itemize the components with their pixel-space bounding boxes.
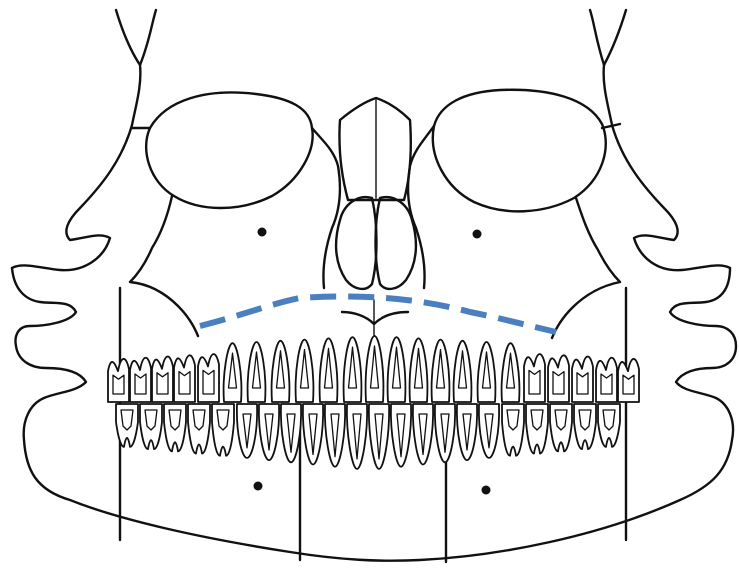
lower-tooth-crown [435,404,455,462]
upper-tooth [248,342,266,402]
right-mental-foramen [482,486,491,495]
lower-tooth-crown [164,404,186,451]
upper-tooth-crown [174,355,195,402]
upper-tooth [548,355,569,402]
lower-tooth [550,404,572,451]
upper-tooth [198,354,219,402]
upper-tooth [388,337,406,402]
right-maxilla-outline [552,198,620,338]
lower-tooth-crown [413,404,433,465]
left-temporal-outline [12,65,140,270]
upper-tooth-crown [224,343,242,402]
upper-tooth-crown [502,343,520,402]
upper-tooth-crown [478,342,496,402]
upper-tooth [366,336,384,402]
right-infraorbital-foramen [473,230,482,239]
lower-tooth [479,404,499,458]
upper-tooth-crown [618,359,639,402]
upper-tooth [572,357,593,402]
lower-tooth [303,404,323,465]
upper-tooth [296,340,314,402]
left-nasal-cavity [336,197,376,289]
left-nasal-wall [312,128,340,288]
upper-tooth-crown [572,357,593,402]
upper-tooth [272,341,290,402]
upper-tooth-crown [198,354,219,402]
upper-tooth [454,341,472,402]
dashed-reference-line [200,297,556,333]
lower-tooth [457,404,477,460]
lower-tooth [413,404,433,465]
upper-tooth-crown [454,341,472,402]
right-nasal-wall [408,126,434,288]
lower-tooth-crown [140,404,162,449]
lower-tooth [574,404,596,449]
left-maxilla-outline [130,196,198,336]
upper-tooth [224,343,242,402]
upper-tooth [174,355,195,402]
lower-tooth [212,404,234,456]
left-infraorbital-foramen [258,228,267,237]
lower-tooth-crown [550,404,572,451]
lower-tooth [598,404,620,447]
lower-tooth [259,404,279,460]
lower-tooth [281,404,301,462]
palatal-curve [342,312,408,324]
upper-tooth-crown [248,342,266,402]
lower-tooth-crown [259,404,279,460]
upper-tooth [596,358,617,402]
right-cranial-outline [590,10,626,65]
left-cranial-outline [116,10,156,65]
lower-tooth [237,404,257,458]
left-orbit [146,92,312,208]
lower-tooth [188,404,210,454]
upper-tooth-crown [524,354,545,402]
upper-tooth [108,359,129,402]
upper-tooth-crown [130,358,151,402]
upper-tooth [432,340,450,402]
lower-tooth [164,404,186,451]
lower-tooth-crown [281,404,301,462]
lower-tooth-crown [237,404,257,458]
upper-tooth [152,357,173,402]
right-temporal-outline [604,65,730,270]
nasal-bones [339,98,410,200]
upper-tooth-crown [596,358,617,402]
upper-tooth [618,359,639,402]
lower-tooth-crown [526,404,548,454]
upper-tooth-crown [272,341,290,402]
lower-tooth-crown [188,404,210,454]
upper-tooth [130,358,151,402]
lower-tooth [526,404,548,454]
lower-tooth [502,404,524,456]
lower-tooth [347,404,367,469]
upper-tooth [344,337,362,402]
lower-tooth-crown [303,404,323,465]
upper-tooth [320,338,338,402]
upper-tooth [410,338,428,402]
left-mental-foramen [254,482,263,491]
lower-tooth [435,404,455,462]
right-orbit [433,90,606,212]
upper-tooth-crown [152,357,173,402]
upper-tooth [478,342,496,402]
lower-tooth-crown [457,404,477,460]
lower-tooth [140,404,162,449]
upper-dentition [108,336,639,402]
lower-tooth [391,404,411,467]
lower-tooth [116,404,138,447]
lower-tooth [369,404,389,469]
lower-tooth [325,404,345,467]
lower-dentition [116,404,620,469]
upper-tooth-crown [548,355,569,402]
upper-tooth [502,343,520,402]
lower-tooth-crown [479,404,499,458]
lower-tooth-crown [574,404,596,449]
upper-tooth-crown [108,359,129,402]
upper-tooth [524,354,545,402]
